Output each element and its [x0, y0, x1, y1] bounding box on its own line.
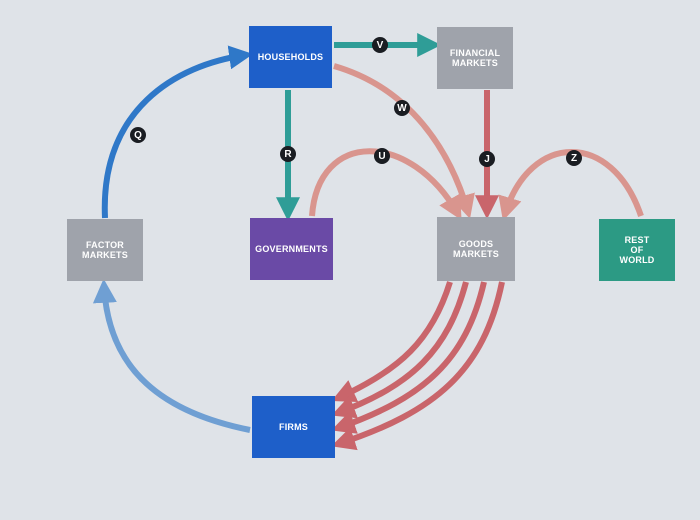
flow-w-arrow [333, 63, 475, 219]
flow-goods-firms-arrow-1 [331, 281, 453, 403]
flow-goods-firms-arrow-4 [331, 281, 505, 451]
flow-label-r: R [280, 146, 296, 162]
financial-markets-box: FINANCIAL MARKETS [437, 27, 513, 89]
flow-label-z: Z [566, 150, 582, 166]
households-box: HOUSEHOLDS [249, 26, 332, 88]
factor-markets-box: FACTOR MARKETS [67, 219, 143, 281]
governments-box: GOVERNMENTS [250, 218, 333, 280]
flow-u-arrow [309, 148, 462, 221]
goods-markets-box: GOODS MARKETS [437, 217, 515, 281]
flow-label-q: Q [130, 127, 146, 143]
flow-label-j: J [479, 151, 495, 167]
flow-label-w: W [394, 100, 410, 116]
firms-box: FIRMS [252, 396, 335, 458]
flow-goods-firms-arrow-3 [331, 281, 487, 434]
flow-label-v: V [372, 37, 388, 53]
flow-firms-factor-arrow [92, 278, 251, 433]
rest-of-world-box: REST OF WORLD [599, 219, 675, 281]
flow-label-u: U [374, 148, 390, 164]
flow-goods-firms-arrow-2 [331, 281, 469, 419]
flow-q-arrow [101, 45, 254, 219]
